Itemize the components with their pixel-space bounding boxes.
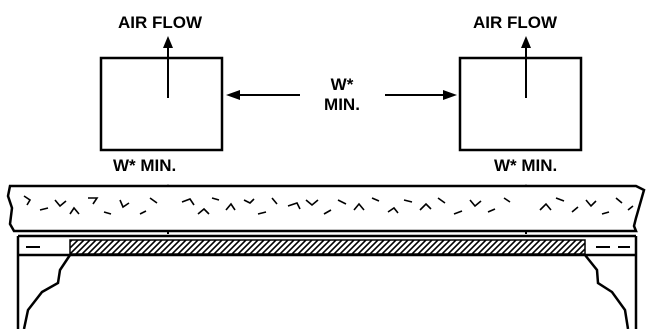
gravel-slab: [6, 184, 646, 233]
left-clearance-label: W* MIN.: [113, 156, 177, 175]
spacing-label-line2: MIN.: [324, 95, 360, 114]
hatched-beam-strip: [69, 239, 586, 255]
right-airflow-label: AIR FLOW: [473, 13, 558, 32]
right-unit-box: [458, 56, 583, 152]
right-clearance-label: W* MIN.: [494, 156, 558, 175]
spacing-dimension-arrow-left: [226, 90, 300, 100]
spacing-label-line1: W*: [330, 75, 354, 94]
right-airflow-arrow: [521, 36, 531, 98]
spacing-dimension-arrow-right: [385, 90, 457, 100]
left-airflow-label: AIR FLOW: [118, 13, 203, 32]
left-airflow-arrow: [163, 36, 173, 98]
gravel-texture: [23, 195, 634, 215]
support-beam: [16, 234, 638, 330]
left-unit-box: [99, 56, 224, 152]
